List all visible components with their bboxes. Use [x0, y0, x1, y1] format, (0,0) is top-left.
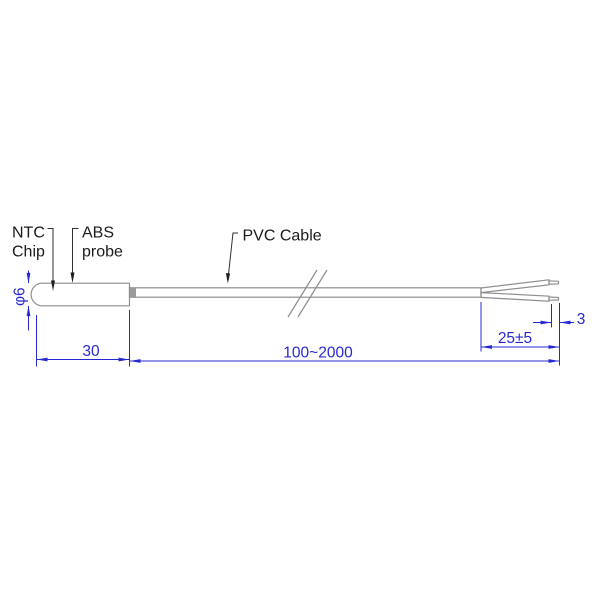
labels: NTC Chip ABS probe PVC Cable [12, 225, 322, 261]
lower-wire-bare-tip [548, 296, 560, 301]
dimension-bare-tip: 3 [533, 303, 585, 366]
dim-arrow-left-icon [129, 359, 141, 363]
pvc-cable-leader-arrow-icon [225, 273, 231, 284]
label-abs-probe-line1: ABS [82, 225, 114, 242]
dimension-cable-length: 100~2000 [129, 345, 560, 363]
abs-probe-leader-arrow-icon [70, 272, 75, 283]
dim-arrow-down-icon [26, 272, 31, 284]
dim-arrow-right-icon [548, 345, 560, 349]
dim-arrow-up-icon [26, 305, 31, 317]
pvc-cable-leader [228, 232, 238, 274]
upper-wire-bare-tip [548, 280, 560, 285]
dim-arrow-left-icon [559, 320, 571, 325]
label-ntc-chip-line1: NTC [12, 225, 45, 242]
leader-lines [47, 228, 238, 291]
label-pvc-cable: PVC Cable [243, 228, 322, 245]
upper-wire [480, 279, 550, 294]
dim-arrow-left-icon [36, 357, 48, 362]
dimension-probe-length: 30 [36, 310, 130, 367]
dim-arrow-right-icon [548, 359, 560, 363]
abs-probe-leader [72, 228, 79, 273]
cable-break-icon [287, 269, 328, 318]
label-abs-probe-line2: probe [82, 244, 123, 261]
dim-arrow-left-icon [481, 345, 492, 349]
dim-text-probe-diameter: φ6 [12, 287, 29, 306]
dim-arrow-right-icon [540, 320, 552, 325]
label-ntc-chip-line2: Chip [12, 244, 45, 261]
part-outlines [30, 269, 560, 318]
dim-text-cable-length: 100~2000 [283, 345, 353, 362]
dim-arrow-right-icon [118, 357, 130, 362]
dimension-probe-diameter: φ6 [12, 270, 31, 331]
cable-entry-sleeve [130, 288, 136, 297]
dim-text-bare-tip: 3 [577, 311, 586, 328]
lower-wire [480, 291, 550, 302]
ntc-chip-leader-arrow-icon [51, 280, 55, 291]
dimension-split-length: 25±5 [480, 302, 560, 352]
dim-text-split-length: 25±5 [498, 330, 532, 347]
ntc-chip-leader [47, 228, 54, 281]
probe-body-outline [30, 282, 131, 307]
dim-text-probe-length: 30 [82, 343, 100, 360]
